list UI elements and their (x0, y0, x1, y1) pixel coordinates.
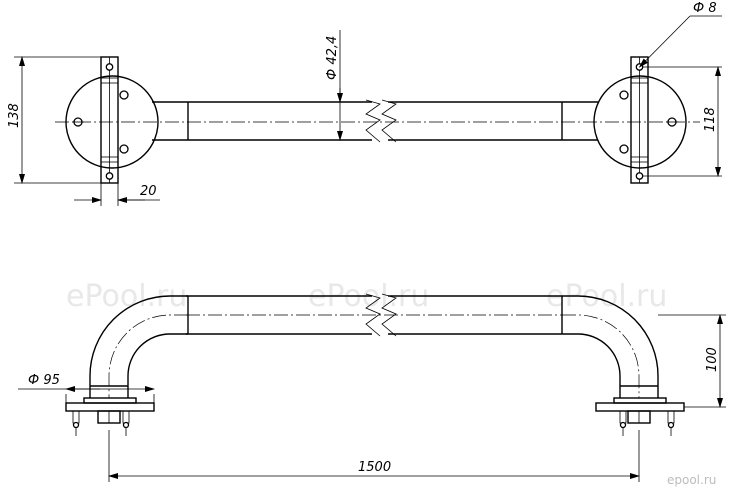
left-bend-inner (127, 333, 188, 398)
left-bend-outer (89, 295, 188, 398)
left-bend (89, 295, 188, 398)
dim-base-diameter: Ф 95 (18, 373, 155, 403)
dim-1500-label: 1500 (358, 460, 391, 475)
left-screw-top (119, 90, 129, 100)
tube-break-right (381, 99, 397, 143)
right-base (595, 397, 685, 436)
right-flange-top (593, 56, 687, 184)
dim-20-label: 20 (140, 184, 157, 199)
dim-100-label: 100 (705, 347, 720, 372)
front-tube (186, 293, 563, 337)
left-flange-top (65, 56, 159, 184)
dim-118-label: 118 (703, 107, 718, 132)
dim-tube-diameter-label: Ф 42,4 (325, 36, 340, 80)
left-screw-bottom (119, 144, 129, 154)
right-bend-inner (562, 333, 621, 398)
right-screw-top (619, 90, 629, 100)
dim-118: 118 (643, 66, 722, 177)
dim-20: 20 (74, 183, 160, 206)
top-view: 138 20 Ф 42,4 Ф 8 118 (7, 1, 722, 206)
left-plate-hole-top (105, 63, 114, 71)
front-break-left (365, 293, 381, 337)
tube-break-left (365, 99, 381, 143)
right-flange-disc (593, 75, 687, 169)
dim-hole-diameter: Ф 8 (638, 1, 722, 68)
right-bend-outer (562, 295, 659, 398)
dim-138: 138 (7, 56, 101, 184)
top-tube (152, 99, 598, 143)
watermark-corner: epool.ru (667, 473, 716, 487)
right-plate-hole-bottom (635, 172, 644, 180)
front-break-right (381, 293, 397, 337)
dim-1500: 1500 (108, 430, 640, 482)
left-base (65, 397, 155, 436)
right-bend (562, 295, 659, 398)
right-base-plate (595, 402, 685, 412)
right-screw-bottom (619, 144, 629, 154)
front-tube-outline (186, 295, 562, 335)
dim-hole-diameter-label: Ф 8 (693, 1, 717, 16)
front-view: Ф 95 100 1500 (18, 293, 726, 482)
dim-138-label: 138 (7, 103, 22, 128)
dim-base-diameter-label: Ф 95 (28, 373, 60, 388)
left-plate-hole-bottom (105, 172, 114, 180)
dim-tube-diameter: Ф 42,4 (325, 30, 343, 141)
dim-100: 100 (658, 314, 726, 408)
left-flange-disc (65, 75, 159, 169)
left-base-plate (65, 402, 155, 412)
watermarks: ePool.ru ePool.ru ePool.ru epool.ru (66, 279, 716, 487)
tube-outline (152, 101, 598, 141)
